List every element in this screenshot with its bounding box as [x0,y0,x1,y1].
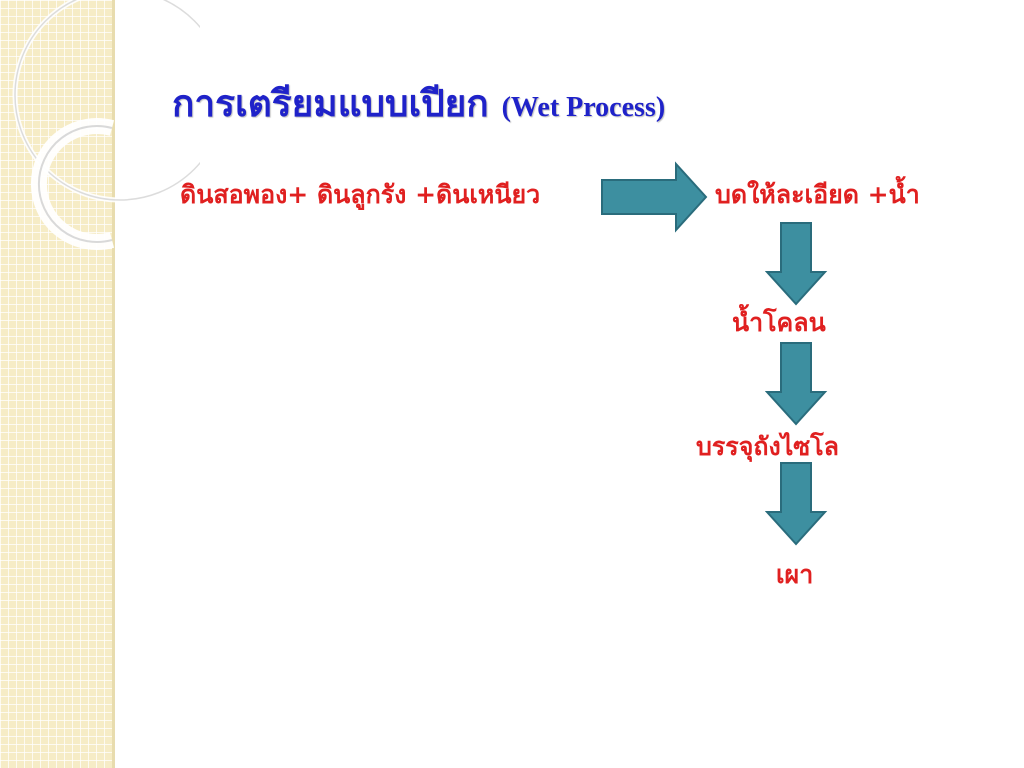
step-silo-label: บรรจุถังไซโล [696,432,840,461]
step-slurry-label: น้ำโคลน [732,308,826,337]
step-grind-label: บดให้ละเอียด +น้ำ [715,180,920,209]
right-arrow-icon [601,161,708,233]
down-arrow-icon [765,342,828,426]
step-fire-label: เผา [776,560,814,589]
down-arrow-icon [765,222,828,306]
title-thai: การเตรียมแบบเปียก [172,81,489,125]
title-english: (Wet Process) [501,92,666,123]
down-arrow-icon [765,462,828,546]
decorative-rings [12,0,200,250]
input-materials-label: ดินสอพอง+ ดินลูกรัง +ดินเหนียว [180,180,541,209]
slide-title: การเตรียมแบบเปียก (Wet Process) [172,74,665,133]
